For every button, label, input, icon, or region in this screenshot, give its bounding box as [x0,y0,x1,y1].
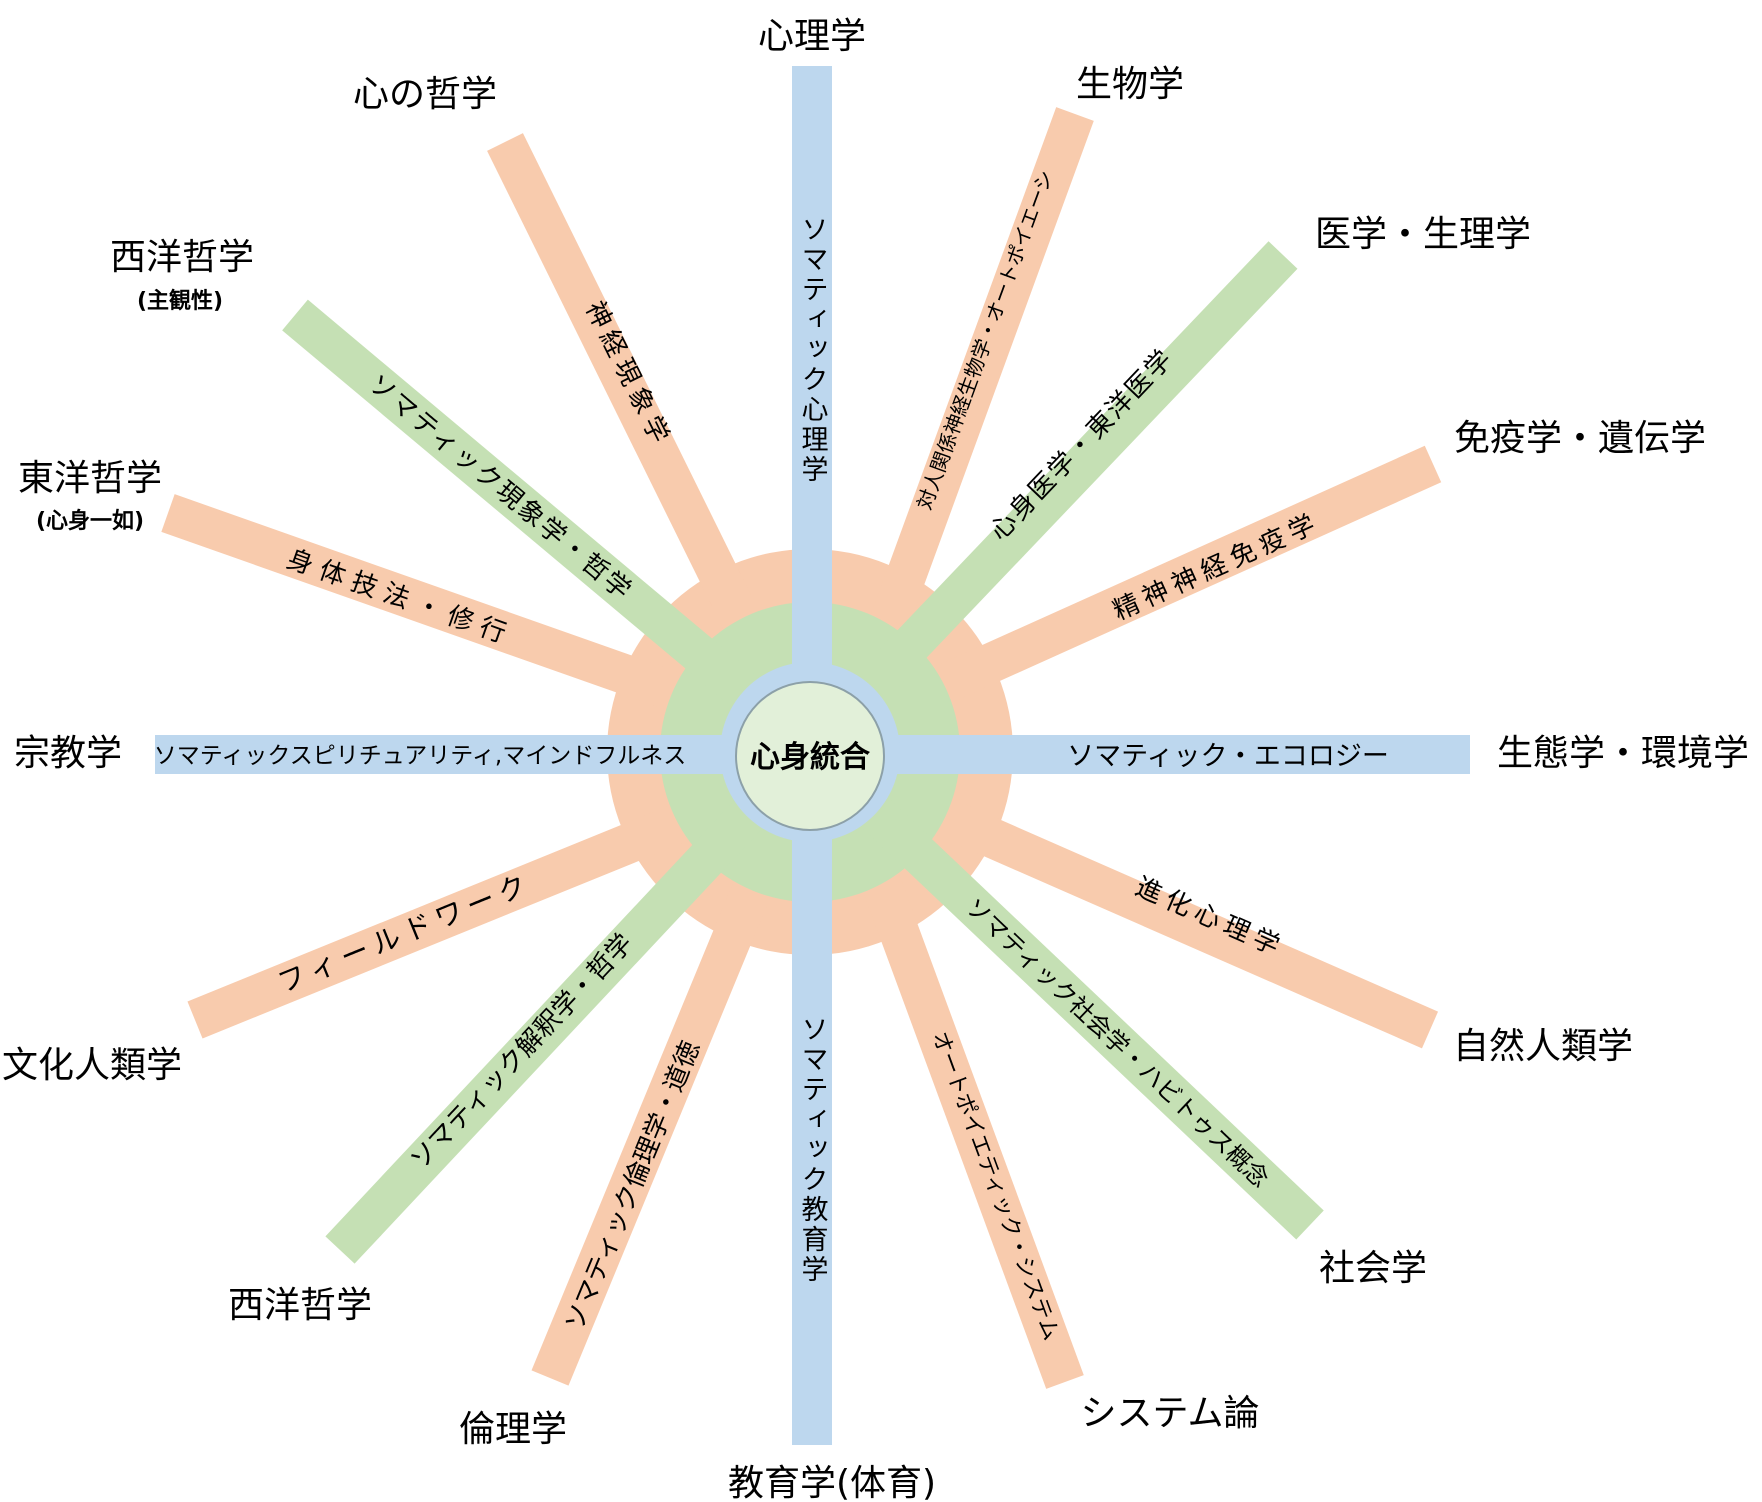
field-ethics: 倫理学 [459,1409,567,1450]
spoke-somatic-ecology [805,735,1470,774]
spoke-psychoneuroimmunology [851,445,1442,741]
label-somatic-education: ソマティック教育学 [797,1015,829,1285]
field-cultural-anthropology: 文化人類学 [2,1045,182,1086]
label-body-techniques: 身体技法・修行 [283,544,517,652]
spoke-somatic-ethics [531,862,779,1386]
field-ecology-environment: 生態学・環境学 [1497,733,1749,774]
field-education-pe: 教育学(体育) [728,1463,936,1502]
spoke-body-techniques [161,494,767,741]
field-religious-studies: 宗教学 [14,733,122,774]
spoke-somatic-phenomenology [282,299,803,746]
field-physical-anthropology: 自然人類学 [1453,1026,1633,1067]
label-somatic-hermeneutics: ソマティック解釈学・哲学 [405,928,639,1175]
label-fieldwork: フィールドワーク [273,866,537,999]
field-immunology-genetics: 免疫学・遺伝学 [1454,418,1706,459]
field-western-philosophy-bottom: 西洋哲学 [228,1285,372,1326]
center-label: 心身統合 [750,740,870,775]
label-psychosomatic-medicine: 心身医学・東洋医学 [984,343,1180,546]
spoke-somatic-education [792,750,832,1445]
spoke-somatic-sociology [816,755,1324,1240]
label-somatic-psychology: ソマティック心理学 [797,215,829,485]
field-sociology: 社会学 [1319,1248,1427,1289]
spoke-somatic-spirituality [155,735,815,774]
field-systems-theory: システム論 [1081,1393,1260,1434]
spoke-somatic-hermeneutics [325,756,805,1264]
field-labels: 心理学 心の哲学 生物学 西洋哲学 (主観性) 医学・生理学 東洋哲学 (心身一… [2,16,1749,1502]
spoke-autopoietic-system [861,873,1084,1389]
label-interpersonal-neurobiology: 対人関係神経生物学・オートポイエーシ [912,167,1058,513]
label-somatic-ecology: ソマティック・エコロジー [1067,741,1389,772]
field-biology: 生物学 [1076,64,1184,105]
field-psychology: 心理学 [758,16,866,57]
peach-spokes [161,107,1442,1389]
field-medicine-physiology: 医学・生理学 [1315,214,1531,255]
field-philosophy-of-mind: 心の哲学 [353,74,497,115]
spoke-evolutionary-psychology [851,761,1439,1049]
spoke-psychosomatic-medicine [815,241,1298,744]
label-somatic-ethics: ソマティック倫理学・道徳 [560,1037,707,1335]
spoke-fieldwork [187,771,768,1039]
label-somatic-phenomenology: ソマティック現象学・哲学 [362,369,637,607]
label-psychoneuroimmunology: 精神神経免疫学 [1109,507,1326,626]
label-autopoietic-system: オートポイエティック・システム [926,1028,1063,1344]
field-western-philosophy-top-sub: (主観性) [137,288,223,314]
green-spokes [282,241,1324,1264]
center-circle [735,681,885,831]
spoke-neurophenomenology [487,133,763,637]
field-western-philosophy-top: 西洋哲学 [110,237,254,278]
spoke-interpersonal-neurobiology [871,107,1094,627]
spoke-somatic-psychology [792,66,832,756]
field-eastern-philosophy: 東洋哲学 [18,458,162,499]
field-eastern-philosophy-sub: (心身一如) [36,508,144,534]
label-somatic-spirituality: ソマティックスピリチュアリティ,マインドフルネス [154,743,686,769]
